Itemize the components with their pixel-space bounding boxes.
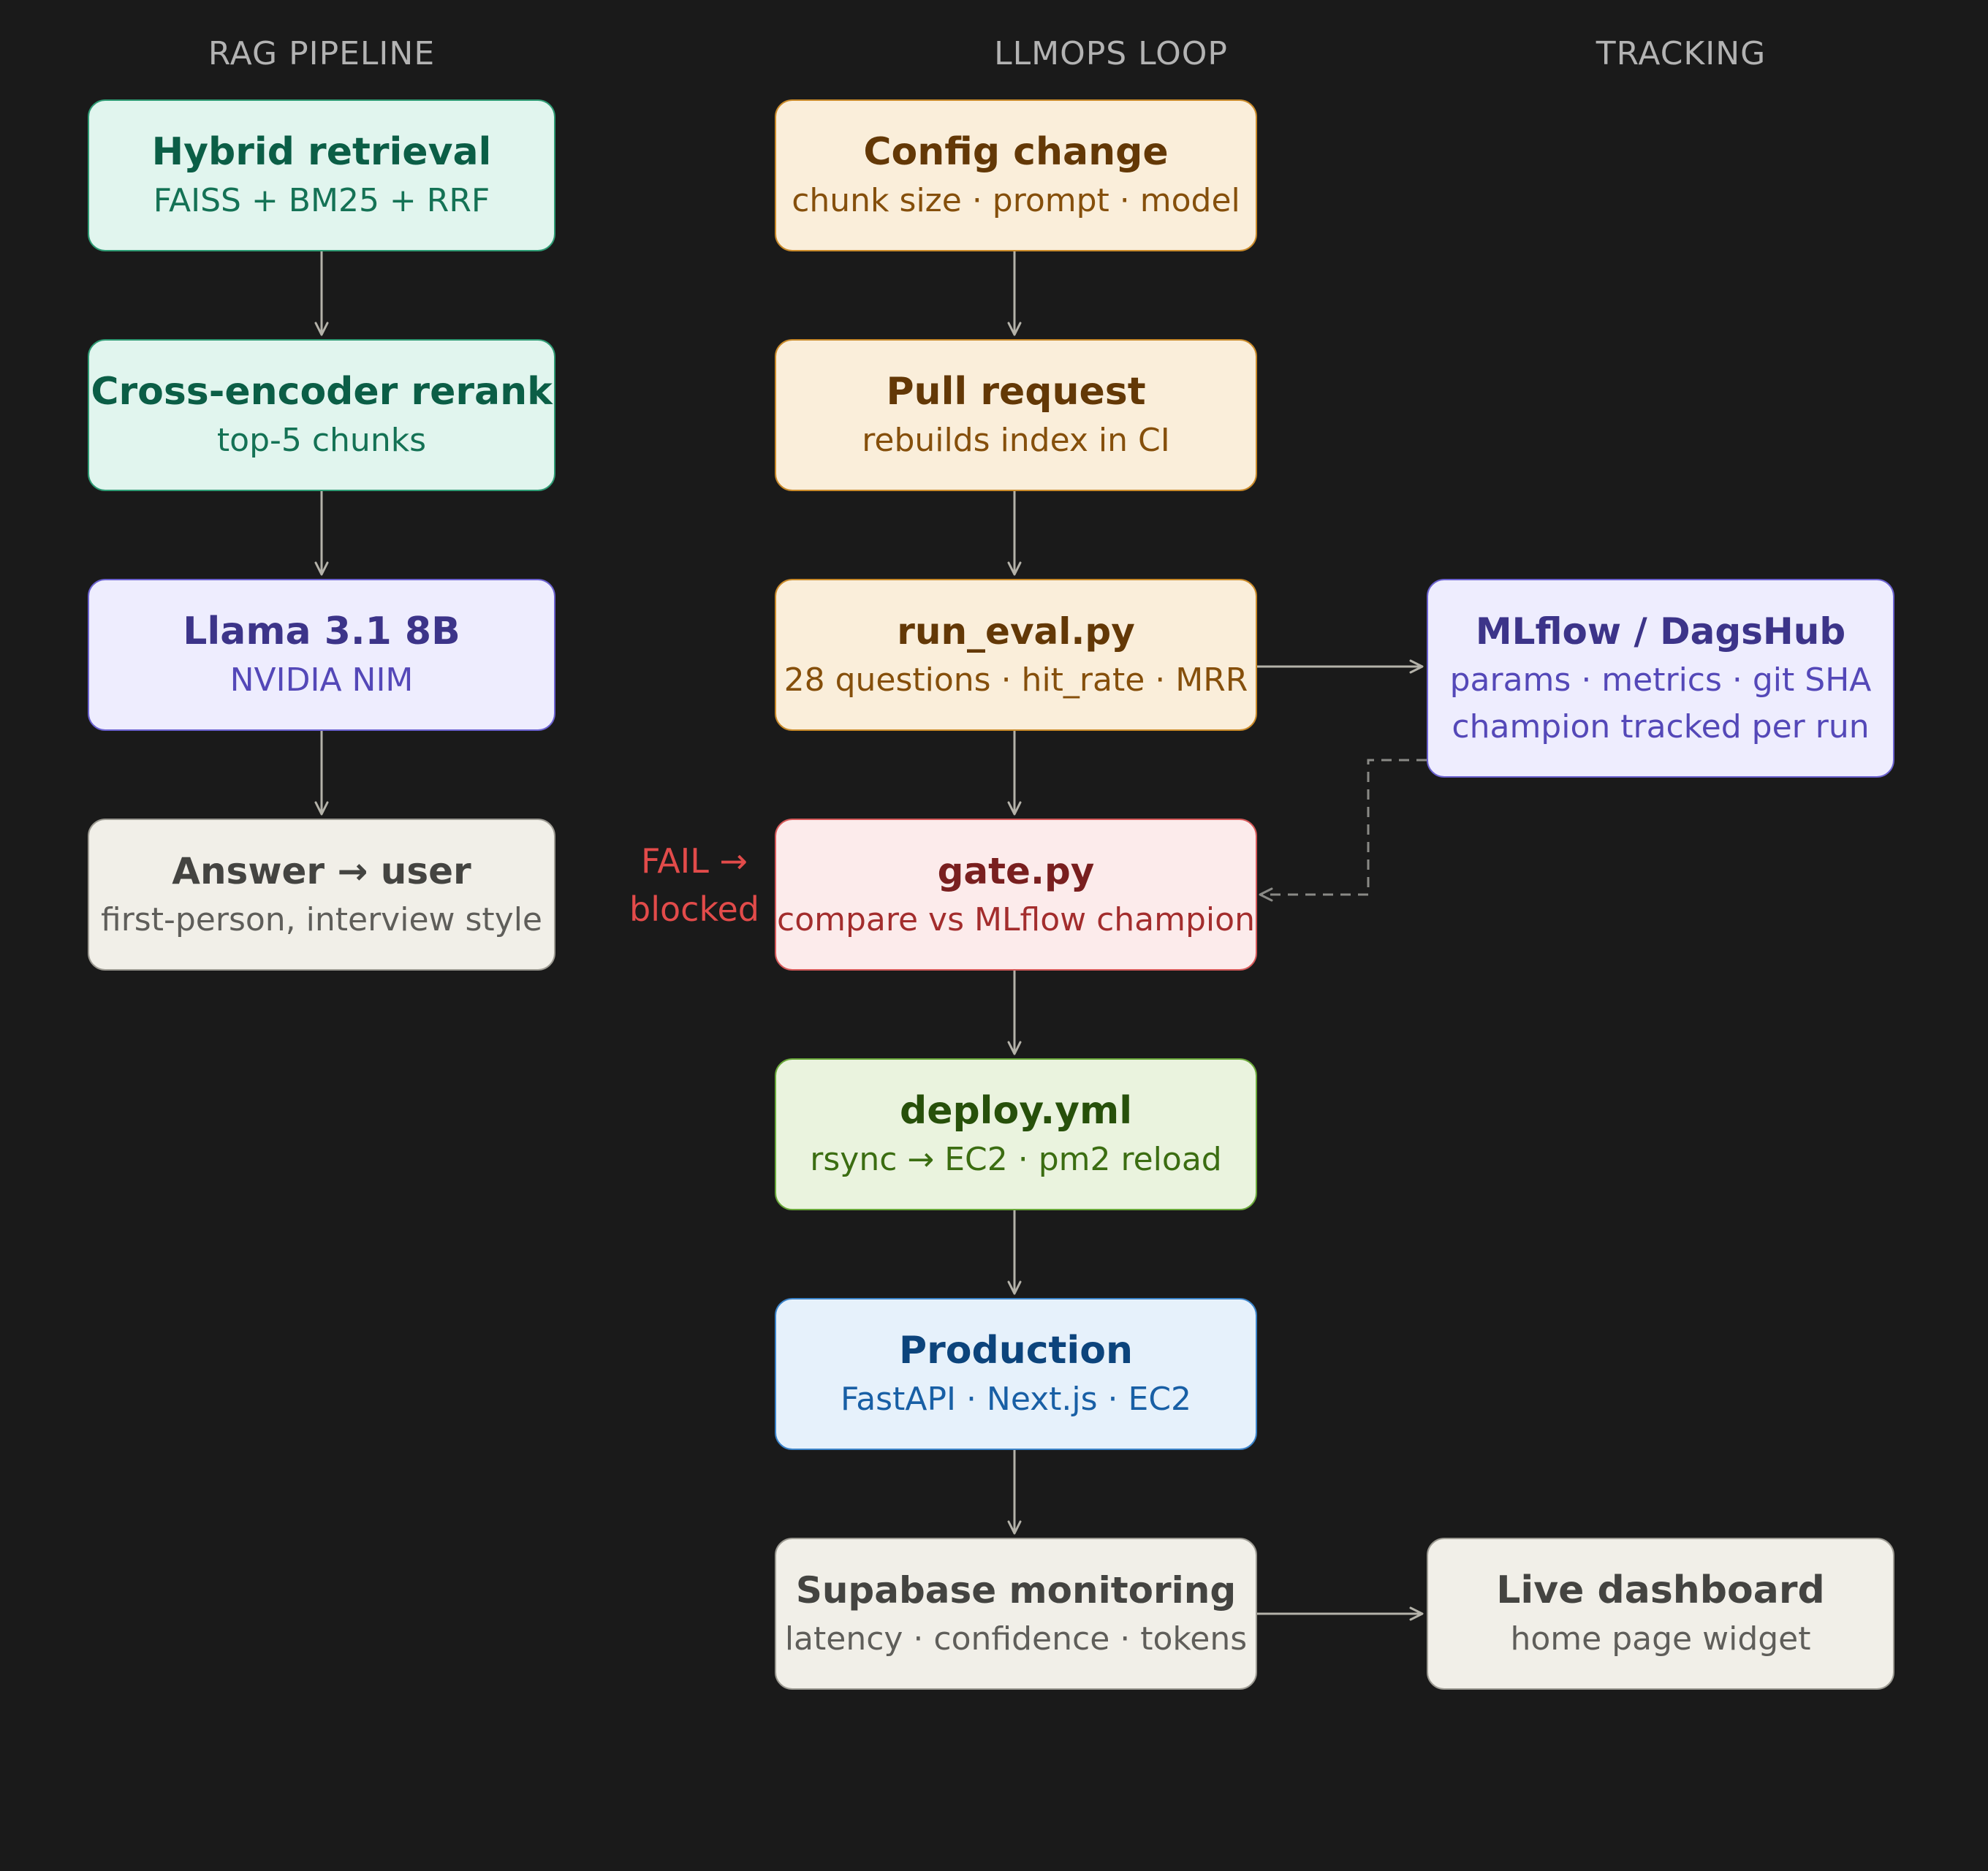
node-subtitle-2: champion tracked per run [1452,708,1870,745]
node-subtitle: NVIDIA NIM [229,661,414,699]
header-llmops-loop: LLMOPS LOOP [994,35,1228,72]
node-title: Production [899,1329,1133,1373]
node-live-dashboard: Live dashboard home page widget [1427,1538,1894,1690]
node-title: Supabase monitoring [795,1569,1237,1612]
node-subtitle: FAISS + BM25 + RRF [153,182,490,219]
node-mlflow-dagshub: MLflow / DagsHub params · metrics · git … [1427,579,1894,778]
fail-label-line2: blocked [629,889,759,929]
node-title: Pull request [886,370,1146,414]
node-title: MLflow / DagsHub [1475,610,1846,653]
node-title: Llama 3.1 8B [183,610,460,653]
node-pull-request: Pull request rebuilds index in CI [775,339,1257,491]
node-gate: gate.py compare vs MLflow champion [775,819,1257,971]
fail-label-line1: FAIL → [640,841,748,881]
node-subtitle: params · metrics · git SHA [1449,661,1872,699]
node-subtitle: compare vs MLflow champion [777,901,1255,938]
node-subtitle: 28 questions · hit_rate · MRR [784,661,1248,699]
node-subtitle: FastAPI · Next.js · EC2 [840,1381,1192,1418]
node-subtitle: rsync → EC2 · pm2 reload [810,1141,1222,1178]
node-subtitle: home page widget [1510,1620,1811,1658]
node-title: Live dashboard [1496,1568,1825,1612]
node-llama: Llama 3.1 8B NVIDIA NIM [88,579,555,731]
node-title: Hybrid retrieval [151,130,492,174]
node-title: Cross-encoder rerank [91,370,553,414]
node-subtitle: chunk size · prompt · model [792,182,1240,219]
node-subtitle: latency · confidence · tokens [784,1620,1248,1658]
node-subtitle: rebuilds index in CI [862,422,1170,459]
node-title: gate.py [937,850,1095,892]
node-supabase-monitoring: Supabase monitoring latency · confidence… [775,1538,1257,1690]
node-title: Answer → user [172,850,471,892]
node-title: run_eval.py [897,610,1135,653]
node-cross-encoder-rerank: Cross-encoder rerank top-5 chunks [88,339,555,491]
node-answer-user: Answer → user first-person, interview st… [88,819,555,971]
node-subtitle: top-5 chunks [216,422,427,459]
fail-blocked-label: FAIL → blocked [607,837,782,933]
node-production: Production FastAPI · Next.js · EC2 [775,1298,1257,1450]
header-tracking: TRACKING [1596,35,1767,72]
header-rag-pipeline: RAG PIPELINE [208,35,436,72]
node-subtitle: first-person, interview style [101,901,542,938]
node-title: deploy.yml [899,1089,1133,1133]
node-run-eval: run_eval.py 28 questions · hit_rate · MR… [775,579,1257,731]
node-title: Config change [863,130,1169,174]
node-deploy: deploy.yml rsync → EC2 · pm2 reload [775,1058,1257,1210]
node-config-change: Config change chunk size · prompt · mode… [775,99,1257,251]
node-hybrid-retrieval: Hybrid retrieval FAISS + BM25 + RRF [88,99,555,251]
dashed-mlflow-to-gate [1259,759,1427,902]
